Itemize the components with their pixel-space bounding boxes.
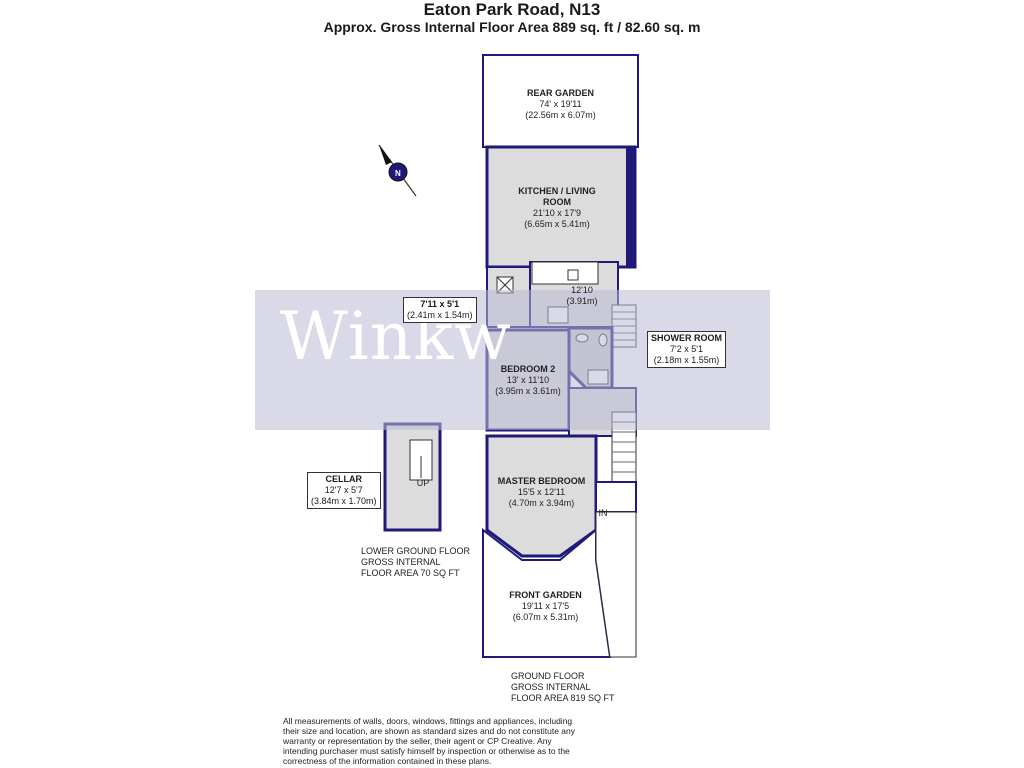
sink xyxy=(567,269,579,281)
bedroom-2-label: BEDROOM 2 13' x 11'10 (3.95m x 3.61m) xyxy=(495,364,561,396)
cellar-label: CELLAR 12'7 x 5'7 (3.84m x 1.70m) xyxy=(307,472,381,509)
watermark-text: Winkw xyxy=(280,298,512,375)
kitchen-extension-label: 12'10 (3.91m) xyxy=(566,285,598,306)
front-garden-label: FRONT GARDEN 19'11 x 17'5 (6.07m x 5.31m… xyxy=(509,590,582,622)
floor-area-subtitle: Approx. Gross Internal Floor Area 889 sq… xyxy=(323,19,701,35)
master-bedroom-label: MASTER BEDROOM 15'5 x 12'11 (4.70m x 3.9… xyxy=(497,476,586,508)
entrance xyxy=(595,481,637,513)
shower-room-label: SHOWER ROOM 7'2 x 5'1 (2.18m x 1.55m) xyxy=(647,331,726,368)
kitchen-worktop xyxy=(531,261,599,285)
master-bedroom xyxy=(485,434,598,558)
stairs-up-marker: UP xyxy=(416,478,430,488)
utility-label: 7'11 x 5'1 (2.41m x 1.54m) xyxy=(403,297,477,323)
lower-ground-area-note: LOWER GROUND FLOOR GROSS INTERNAL FLOOR … xyxy=(361,546,471,578)
compass-icon xyxy=(378,144,417,197)
rear-garden-area xyxy=(482,54,639,148)
ground-floor-area-note: GROUND FLOOR GROSS INTERNAL FLOOR AREA 8… xyxy=(511,671,615,703)
page-title: Eaton Park Road, N13 xyxy=(423,0,601,19)
kitchen-thick-wall xyxy=(626,147,635,267)
rear-garden-label: REAR GARDEN 74' x 19'11 (22.56m x 6.07m) xyxy=(525,88,596,120)
entrance-marker: IN xyxy=(598,508,608,518)
kitchen-label: KITCHEN / LIVING ROOM 21'10 x 17'9 (6.65… xyxy=(518,186,596,229)
front-path xyxy=(595,511,637,658)
disclaimer-text: All measurements of walls, doors, window… xyxy=(283,716,576,766)
